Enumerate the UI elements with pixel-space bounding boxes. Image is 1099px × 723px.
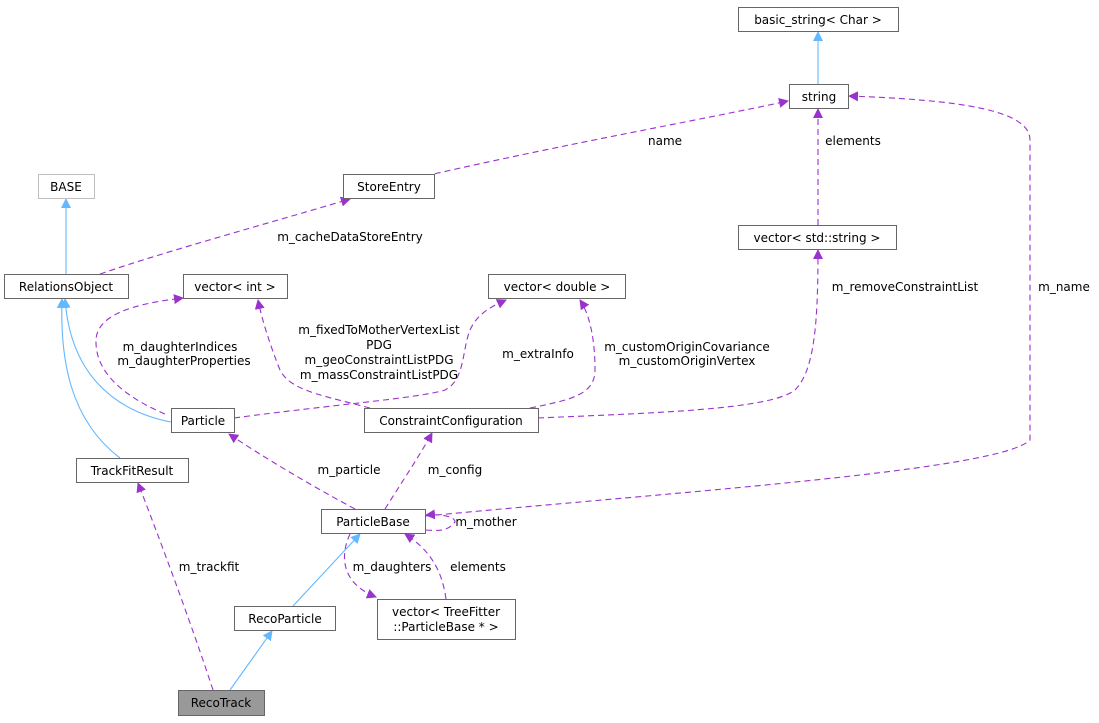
label-geo-constraint: m_geoConstraintListPDG bbox=[305, 353, 454, 367]
node-label: RelationsObject bbox=[19, 280, 113, 294]
label-custom-origin-cov: m_customOriginCovariance bbox=[604, 340, 770, 354]
node-label: vector< double > bbox=[504, 280, 611, 294]
label-m-trackfit: m_trackfit bbox=[179, 560, 240, 574]
label-daughter-indices: m_daughterIndices bbox=[123, 340, 238, 354]
label-m-mother: m_mother bbox=[455, 515, 516, 529]
node-label: Particle bbox=[181, 414, 225, 428]
edge-fixed-to-mother bbox=[254, 299, 371, 409]
edge-m-config bbox=[384, 432, 433, 510]
node-label: vector< int > bbox=[194, 280, 275, 294]
edge-recotrack-inherits-recoparticle bbox=[229, 630, 273, 691]
label-m-daughters: m_daughters bbox=[353, 560, 432, 574]
node-label: ConstraintConfiguration bbox=[379, 414, 523, 428]
label-m-config: m_config bbox=[428, 463, 482, 477]
node-store-entry[interactable]: StoreEntry bbox=[343, 174, 435, 199]
node-label: basic_string< Char > bbox=[754, 13, 882, 27]
label-m-particle: m_particle bbox=[318, 463, 381, 477]
node-label: RecoParticle bbox=[248, 612, 321, 626]
node-vector-string[interactable]: vector< std::string > bbox=[738, 225, 897, 250]
edge-storeentry-name bbox=[424, 98, 789, 177]
node-label-line1: vector< TreeFitter bbox=[392, 605, 500, 619]
node-vector-int[interactable]: vector< int > bbox=[183, 274, 288, 299]
edge-cache-store-entry bbox=[99, 196, 351, 275]
node-constraint-configuration[interactable]: ConstraintConfiguration bbox=[364, 408, 539, 433]
edge-labels: name elements m_cacheDataStoreEntry m_da… bbox=[117, 134, 1089, 574]
edge-m-mother bbox=[425, 509, 456, 532]
node-particle[interactable]: Particle bbox=[171, 408, 235, 433]
node-vector-double[interactable]: vector< double > bbox=[488, 274, 626, 299]
edge-particle-inherits-relations bbox=[60, 298, 172, 423]
edge-m-trackfit bbox=[136, 482, 214, 691]
edge-m-particle bbox=[228, 433, 356, 510]
node-vector-treefitter[interactable]: vector< TreeFitter ::ParticleBase * > bbox=[377, 599, 516, 640]
node-track-fit-result[interactable]: TrackFitResult bbox=[76, 458, 189, 483]
label-extra-info: m_extraInfo bbox=[502, 347, 574, 361]
node-string[interactable]: string bbox=[789, 84, 849, 109]
node-label: RecoTrack bbox=[191, 696, 252, 710]
node-label: vector< std::string > bbox=[754, 231, 881, 245]
edge-trackfit-inherits-relations bbox=[56, 298, 121, 459]
label-mass-constraint: m_massConstraintListPDG bbox=[300, 368, 458, 382]
node-label: StoreEntry bbox=[357, 180, 421, 194]
label-elements: elements bbox=[825, 134, 881, 148]
label-fixed-to-mother: m_fixedToMotherVertexList bbox=[298, 323, 460, 337]
label-pdg: PDG bbox=[366, 338, 392, 352]
node-label: string bbox=[802, 90, 836, 104]
node-label-line2: ::ParticleBase * > bbox=[393, 620, 498, 634]
node-relations-object[interactable]: RelationsObject bbox=[4, 274, 129, 299]
node-base: BASE bbox=[38, 174, 95, 199]
label-elements-tf: elements bbox=[450, 560, 506, 574]
edge-recoparticle-inherits-particlebase bbox=[292, 533, 361, 607]
label-daughter-properties: m_daughterProperties bbox=[117, 354, 250, 368]
node-basic-string[interactable]: basic_string< Char > bbox=[738, 7, 899, 32]
label-cache-store-entry: m_cacheDataStoreEntry bbox=[277, 230, 423, 244]
node-label: TrackFitResult bbox=[90, 464, 174, 478]
label-custom-origin-vertex: m_customOriginVertex bbox=[619, 354, 756, 368]
label-name: name bbox=[648, 134, 682, 148]
label-m-name: m_name bbox=[1038, 280, 1090, 294]
node-label: BASE bbox=[50, 180, 82, 194]
node-reco-particle[interactable]: RecoParticle bbox=[234, 606, 336, 631]
edges bbox=[56, 31, 1031, 691]
node-label: ParticleBase bbox=[336, 515, 410, 529]
node-particle-base[interactable]: ParticleBase bbox=[321, 509, 426, 534]
edge-remove-constraint bbox=[537, 249, 823, 419]
label-remove-constraint: m_removeConstraintList bbox=[832, 280, 979, 294]
edge-extra-info bbox=[233, 299, 507, 419]
node-reco-track: RecoTrack bbox=[178, 690, 265, 716]
edge-m-name bbox=[425, 91, 1031, 517]
edge-elements-tf bbox=[404, 533, 447, 600]
edge-custom-origin bbox=[529, 299, 596, 409]
